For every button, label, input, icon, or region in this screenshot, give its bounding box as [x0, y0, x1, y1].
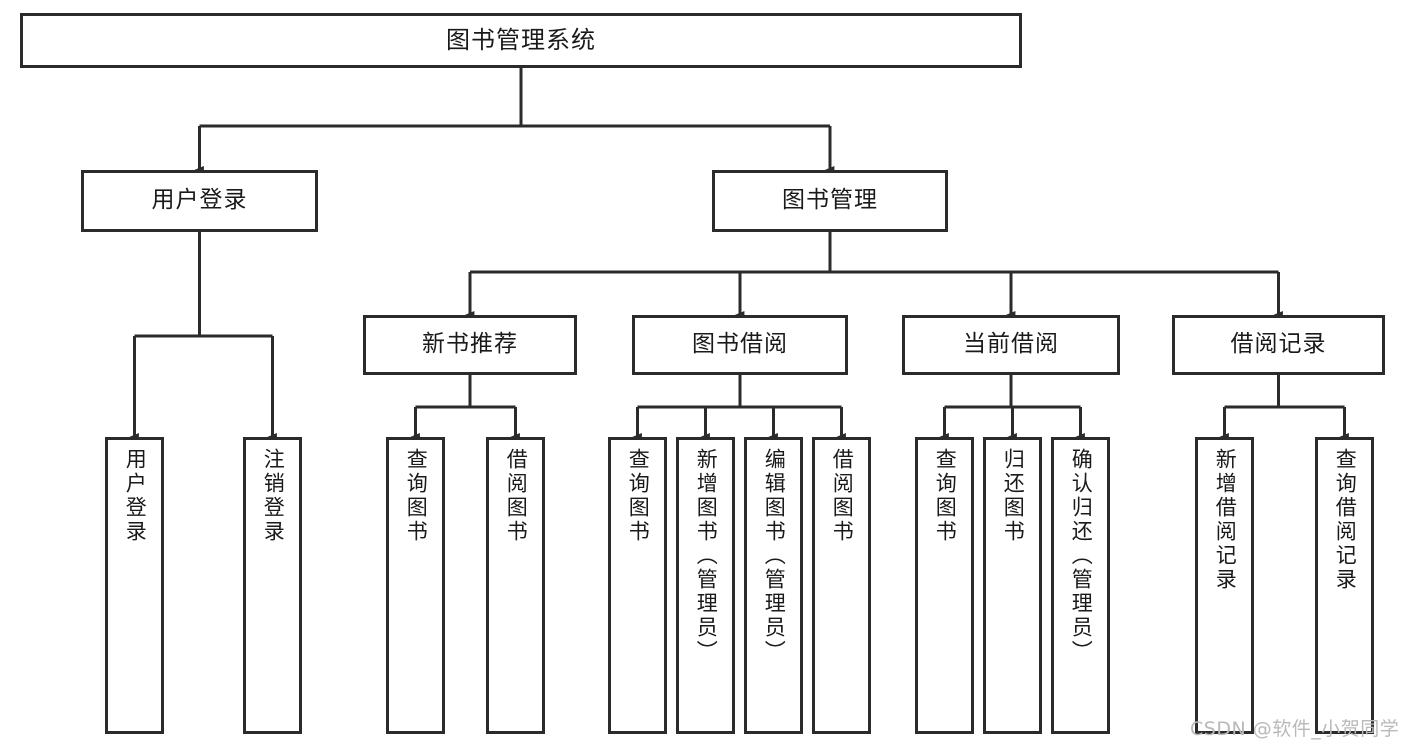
leaf-user-login[interactable]: 用户登录: [105, 437, 164, 734]
node-user-login[interactable]: 用户登录: [81, 170, 318, 232]
leaf-query-book-recommend[interactable]: 查询图书: [386, 437, 445, 734]
leaf-borrow-book-recommend[interactable]: 借阅图书: [486, 437, 545, 734]
leaf-borrow-book[interactable]: 借阅图书: [812, 437, 871, 734]
leaf-label: 借阅图书: [504, 448, 529, 544]
node-borrow-record[interactable]: 借阅记录: [1172, 315, 1385, 375]
leaf-return-book[interactable]: 归还图书: [983, 437, 1042, 734]
leaf-label: 借阅图书: [830, 448, 855, 544]
leaf-label: 查询图书: [404, 448, 429, 544]
leaf-label: 归还图书: [1001, 448, 1026, 544]
leaf-add-borrow-record[interactable]: 新增借阅记录: [1195, 437, 1254, 734]
leaf-label: 注销登录: [261, 448, 286, 544]
leaf-label: 用户登录: [123, 448, 148, 544]
leaf-label: 查询图书: [626, 448, 651, 544]
leaf-label: 编辑图书（管理员）: [762, 448, 787, 664]
node-new-book-recommendation[interactable]: 新书推荐: [363, 315, 577, 375]
node-root[interactable]: 图书管理系统: [20, 13, 1022, 68]
leaf-label: 查询借阅记录: [1333, 448, 1358, 592]
node-book-borrow[interactable]: 图书借阅: [632, 315, 848, 375]
node-book-manage[interactable]: 图书管理: [712, 170, 948, 232]
node-current-borrow[interactable]: 当前借阅: [902, 315, 1120, 375]
leaf-confirm-return-admin[interactable]: 确认归还（管理员）: [1051, 437, 1110, 734]
leaf-label: 确认归还（管理员）: [1069, 448, 1094, 664]
leaf-edit-book-admin[interactable]: 编辑图书（管理员）: [744, 437, 803, 734]
leaf-query-book-current[interactable]: 查询图书: [915, 437, 974, 734]
leaf-logout-login[interactable]: 注销登录: [243, 437, 302, 734]
leaf-label: 查询图书: [933, 448, 958, 544]
leaf-add-book-admin[interactable]: 新增图书（管理员）: [676, 437, 735, 734]
leaf-label: 新增图书（管理员）: [694, 448, 719, 664]
leaf-query-book-borrow[interactable]: 查询图书: [608, 437, 667, 734]
leaf-label: 新增借阅记录: [1213, 448, 1238, 592]
leaf-query-borrow-record[interactable]: 查询借阅记录: [1315, 437, 1374, 734]
watermark-csdn: CSDN @软件_小贺同学: [1190, 718, 1400, 740]
